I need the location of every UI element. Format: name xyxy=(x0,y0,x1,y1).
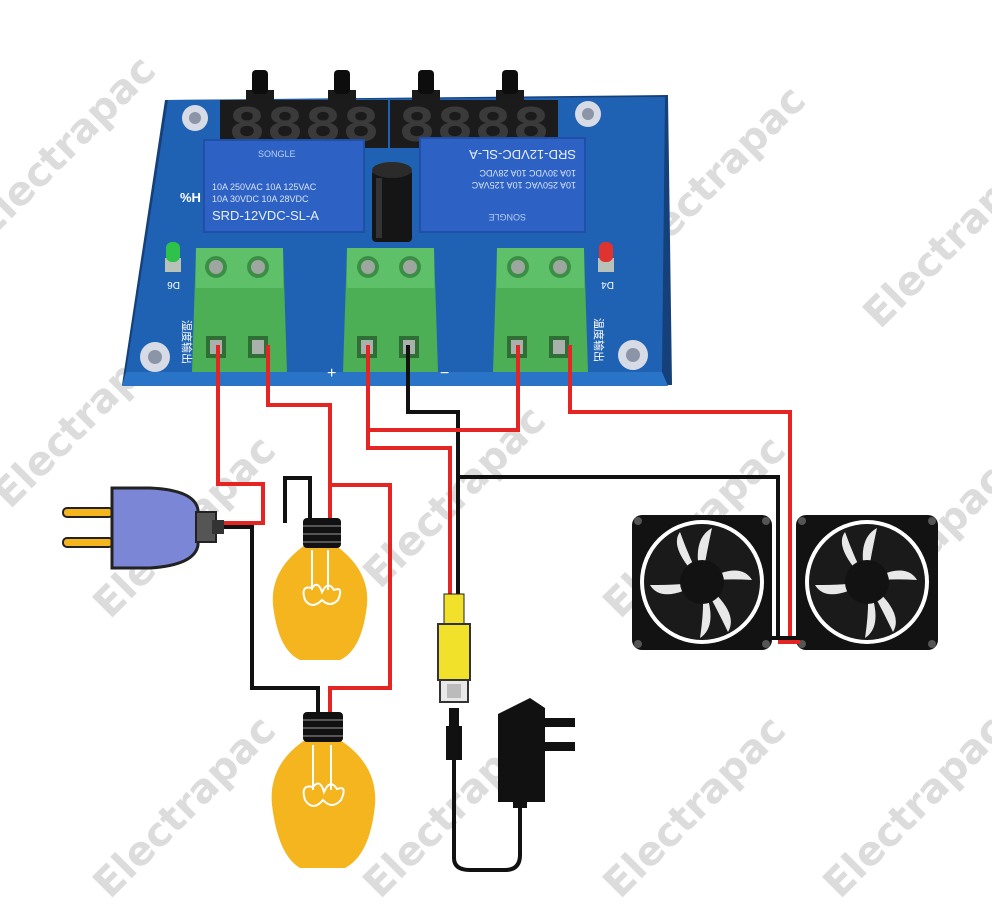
cooling-fan-icon-2 xyxy=(796,515,938,650)
terminal-block-center xyxy=(343,248,438,372)
relay-right-brand: SONGLE xyxy=(488,212,526,222)
wire-red-left-2 xyxy=(266,345,392,713)
side-right-text: 温度输出 xyxy=(592,318,606,362)
watermark-3: Electrapac xyxy=(855,137,992,337)
label-led-right: D4 xyxy=(601,279,614,290)
mounting-hole-br xyxy=(618,340,648,370)
wire-black-bulb1 xyxy=(220,525,320,713)
light-bulb-icon-1 xyxy=(272,518,368,660)
power-plug-icon xyxy=(62,486,224,570)
light-bulb-icon-2 xyxy=(271,712,376,868)
cooling-fan-icon-1 xyxy=(632,515,772,650)
watermark-12: Electrapac xyxy=(815,707,992,907)
wire-red-center xyxy=(366,345,452,595)
label-minus: − xyxy=(440,365,449,382)
mounting-hole-tl xyxy=(182,105,208,131)
capacitor xyxy=(372,162,412,242)
label-plus: + xyxy=(327,365,336,382)
wire-red-right-2 xyxy=(568,345,792,638)
controller-board: 8888 8888 SONGLE 10A 250VAC 10A 125VAC 1… xyxy=(122,70,672,386)
relay-right: SONGLE 10A 250VAC 10A 125VAC 10A 30VDC 1… xyxy=(419,137,586,233)
mounting-hole-bl xyxy=(140,342,170,372)
relay-left-rating2: 10A 30VDC 10A 28VDC xyxy=(212,194,309,204)
watermark-6: Electrapac xyxy=(355,397,555,597)
watermark-1: Electrapac xyxy=(0,47,165,247)
relay-left-rating1: 10A 250VAC 10A 125VAC xyxy=(212,182,317,192)
terminal-block-left xyxy=(192,248,287,372)
led-green xyxy=(165,242,181,272)
label-humidity: %H xyxy=(180,190,201,205)
dc-jack-icon xyxy=(437,593,471,703)
relay-left-model: SRD-12VDC-SL-A xyxy=(212,208,319,223)
wire-black-bulb1-top xyxy=(283,476,312,523)
led-red xyxy=(598,242,614,272)
wire-red-left-1 xyxy=(216,345,265,525)
label-led-left: D6 xyxy=(167,279,180,290)
relay-right-rating1: 10A 250VAC 10A 125VAC xyxy=(471,180,576,190)
relay-left-brand: SONGLE xyxy=(258,149,296,159)
wires xyxy=(216,345,792,713)
relay-right-model: SRD-12VDC-SL-A xyxy=(469,147,576,162)
wire-red-right-1 xyxy=(368,345,520,432)
watermark-11: Electrapac xyxy=(595,707,795,907)
relay-right-rating2: 10A 30VDC 10A 28VDC xyxy=(479,168,576,178)
mounting-hole-tr xyxy=(575,101,601,127)
side-left-text: 湿度输出 xyxy=(180,320,194,364)
wire-black-center xyxy=(406,345,460,595)
watermark-9: Electrapac xyxy=(85,707,285,907)
terminal-block-right xyxy=(493,248,588,372)
relay-left: SONGLE 10A 250VAC 10A 125VAC 10A 30VDC 1… xyxy=(203,139,365,233)
power-adapter-icon xyxy=(446,698,575,872)
wire-black-fans xyxy=(458,475,780,638)
